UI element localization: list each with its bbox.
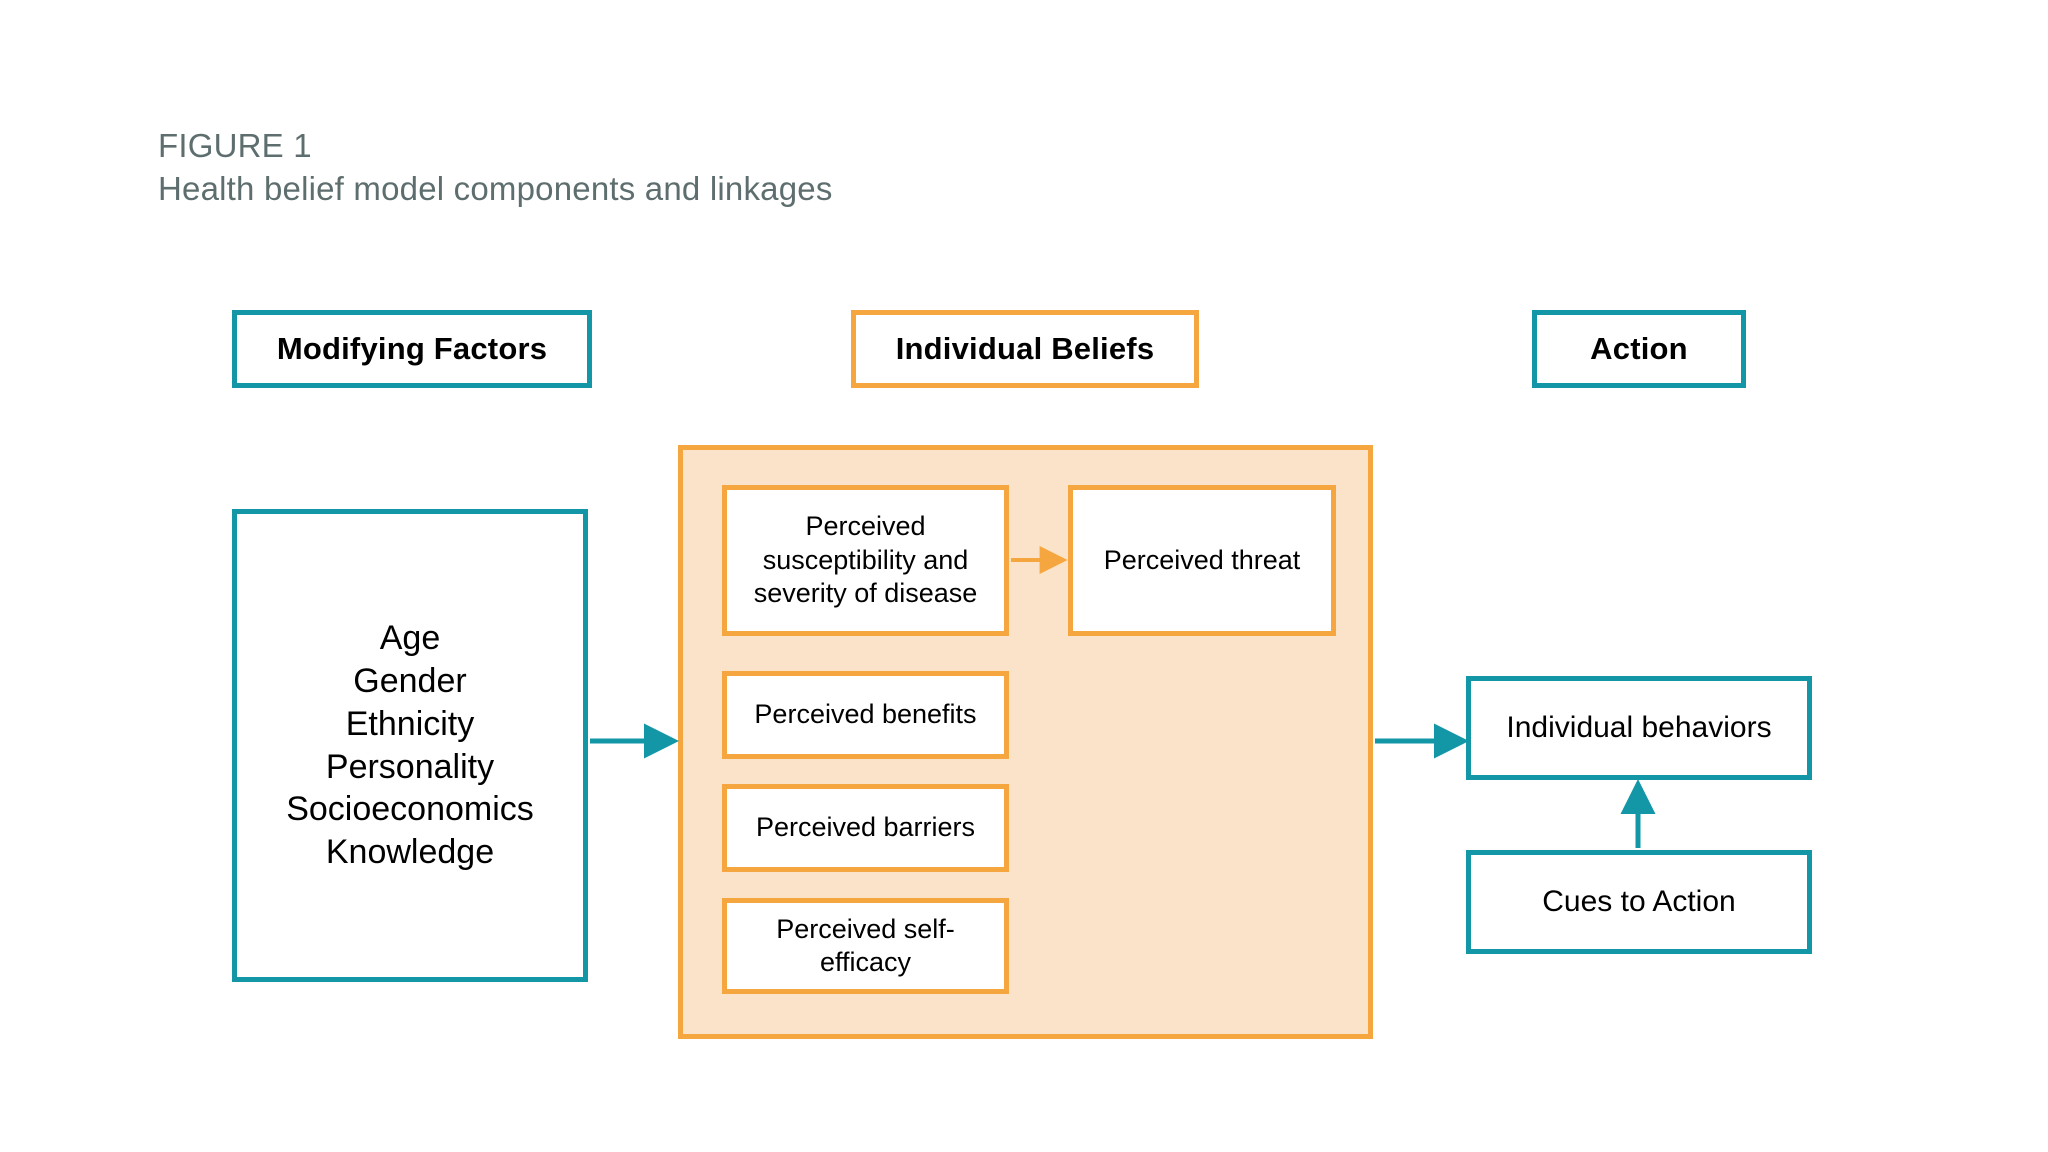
figure-label: FIGURE 1 (158, 127, 312, 164)
figure-title: Health belief model components and linka… (158, 169, 833, 207)
header-modifying-factors: Modifying Factors (232, 310, 592, 388)
action-box-cues-to-action: Cues to Action (1466, 850, 1812, 954)
modifying-factors-box: Age Gender Ethnicity Personality Socioec… (232, 509, 588, 982)
belief-box-barriers: Perceived barriers (722, 784, 1009, 872)
belief-benefits-label: Perceived benefits (754, 699, 977, 730)
belief-box-benefits: Perceived benefits (722, 671, 1009, 759)
header-individual-beliefs-label: Individual Beliefs (895, 331, 1155, 366)
header-action-label: Action (1590, 331, 1688, 366)
cues-to-action-label: Cues to Action (1542, 885, 1736, 918)
belief-susceptibility-label: Perceived susceptibility and severity of… (753, 511, 978, 609)
header-action: Action (1532, 310, 1746, 388)
individual-behaviors-label: Individual behaviors (1506, 711, 1772, 744)
belief-barriers-label: Perceived barriers (755, 812, 976, 843)
belief-self-efficacy-label: Perceived self-efficacy (776, 913, 955, 977)
belief-threat-label: Perceived threat (1103, 544, 1301, 575)
modifying-factors-list: Age Gender Ethnicity Personality Socioec… (286, 619, 534, 872)
belief-box-self-efficacy: Perceived self-efficacy (722, 898, 1009, 994)
header-individual-beliefs: Individual Beliefs (851, 310, 1199, 388)
figure-caption: FIGURE 1 Health belief model components … (158, 125, 833, 211)
belief-box-susceptibility: Perceived susceptibility and severity of… (722, 485, 1009, 636)
action-box-individual-behaviors: Individual behaviors (1466, 676, 1812, 780)
header-modifying-factors-label: Modifying Factors (276, 331, 548, 366)
belief-box-threat: Perceived threat (1068, 485, 1336, 636)
